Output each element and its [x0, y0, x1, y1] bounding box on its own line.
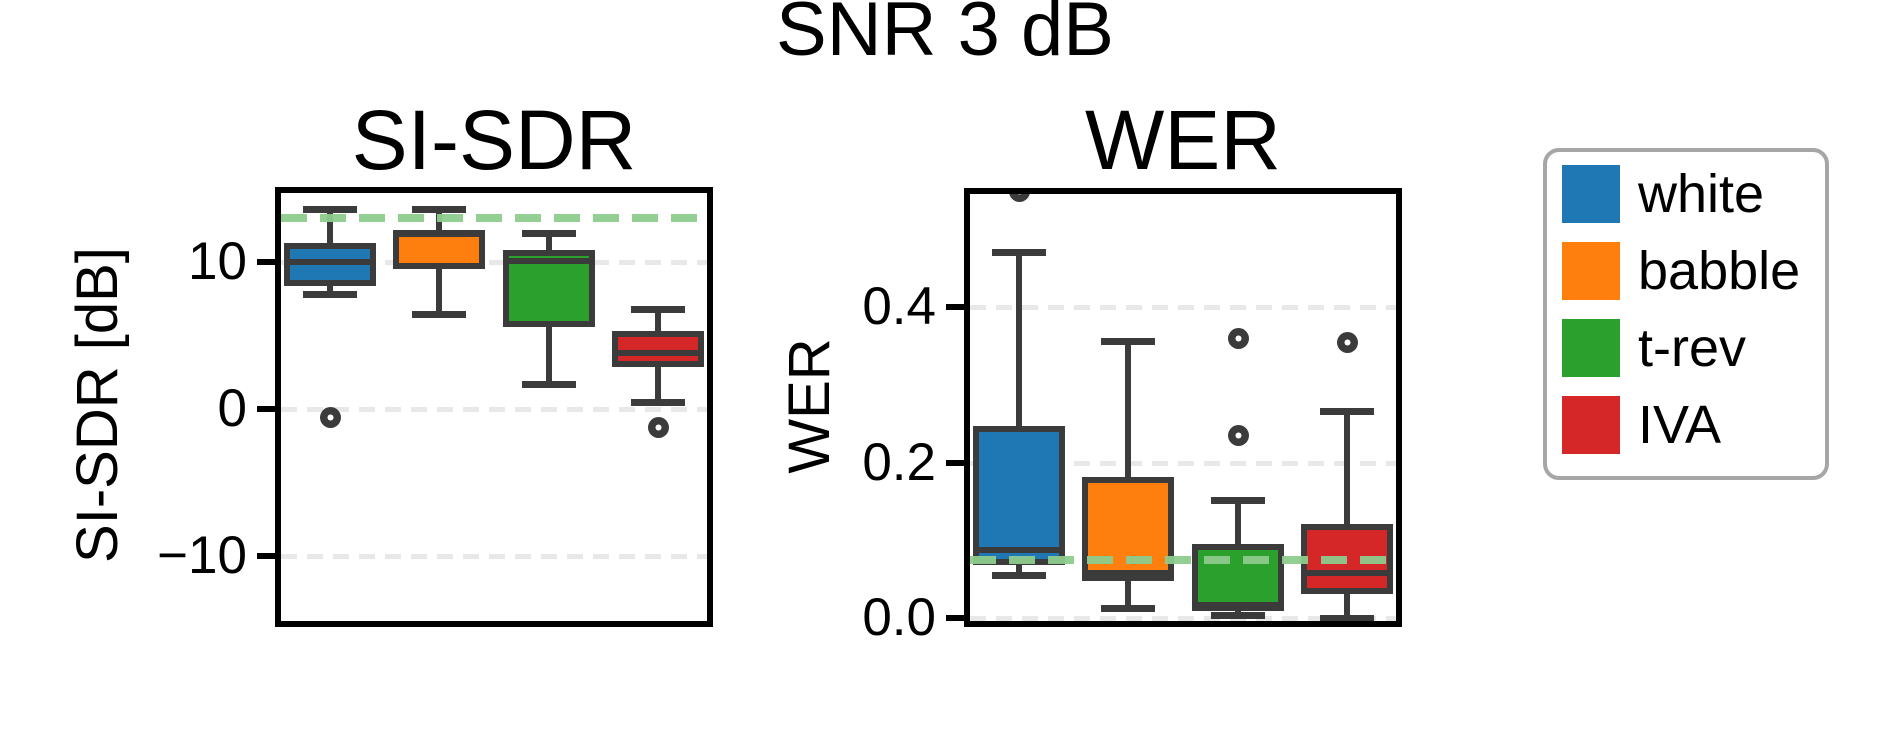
gridline-0: [281, 407, 707, 412]
SI-SDR-t-rev-lower-cap: [522, 381, 576, 388]
sisdr-plot-title: SI-SDR: [351, 93, 637, 187]
legend-item-t-rev: t-rev: [1562, 319, 1825, 377]
WER-IVA-median: [1301, 570, 1393, 576]
WER-IVA-upper-cap: [1320, 408, 1374, 415]
SI-SDR-white-median: [284, 259, 376, 265]
SI-SDR-white-upper-whisker: [327, 209, 333, 243]
SI-SDR-IVA-box: [612, 331, 704, 367]
legend-label-IVA: IVA: [1638, 395, 1722, 455]
wer-plot-title: WER: [1085, 93, 1281, 187]
legend-swatch-IVA: [1562, 396, 1620, 454]
SI-SDR-IVA-upper-whisker: [655, 309, 661, 331]
WER-refline: [970, 556, 1396, 564]
SI-SDR-t-rev-lower-whisker: [546, 327, 552, 384]
WER-t-rev-box: [1192, 544, 1284, 611]
SI-SDR-white-outlier-0: [319, 406, 341, 428]
SI-SDR-IVA-median: [612, 350, 704, 356]
SI-SDR-IVA-outlier-0: [647, 416, 669, 438]
SI-SDR-babble-lower-whisker: [436, 269, 442, 314]
figure-suptitle: SNR 3 dB: [776, 0, 1114, 72]
WER-t-rev-outlier-1: [1227, 327, 1249, 349]
legend-item-IVA: IVA: [1562, 396, 1825, 454]
legend-item-white: white: [1562, 165, 1825, 223]
WER-ticklabel-0.2: 0.2: [862, 432, 936, 492]
WER-t-rev-upper-cap: [1211, 497, 1265, 504]
SI-SDR-white-upper-cap: [303, 206, 357, 213]
WER-t-rev-outlier-0: [1227, 424, 1249, 446]
wer-plot-area: [964, 188, 1402, 627]
WER-tick-0.4: [946, 304, 964, 311]
WER-t-rev-median: [1192, 602, 1284, 608]
gridline-0.0: [970, 616, 1396, 621]
WER-babble-box: [1082, 477, 1174, 581]
SI-SDR-ticklabel-10: 10: [188, 232, 247, 292]
WER-t-rev-upper-whisker: [1235, 500, 1241, 544]
SI-SDR-t-rev-upper-cap: [522, 230, 576, 237]
WER-babble-upper-cap: [1101, 338, 1155, 345]
WER-white-upper-whisker: [1016, 252, 1022, 426]
WER-tick-0.2: [946, 459, 964, 466]
SI-SDR-babble-median: [393, 231, 485, 237]
legend-swatch-t-rev: [1562, 319, 1620, 377]
legend-label-t-rev: t-rev: [1638, 318, 1746, 378]
legend-item-babble: babble: [1562, 242, 1825, 300]
WER-babble-median: [1082, 570, 1174, 576]
wer-y-axis-label: WER: [777, 338, 842, 474]
SI-SDR-tick-−10: [257, 553, 275, 560]
WER-white-lower-whisker: [1016, 565, 1022, 575]
legend: white babble t-rev IVA: [1543, 148, 1829, 480]
legend-label-babble: babble: [1638, 241, 1801, 301]
gridline-0.4: [970, 305, 1396, 310]
legend-swatch-white: [1562, 165, 1620, 223]
SI-SDR-tick-10: [257, 259, 275, 266]
SI-SDR-white-lower-cap: [303, 291, 357, 298]
WER-tick-0.0: [946, 614, 964, 621]
WER-IVA-lower-whisker: [1344, 594, 1350, 618]
WER-IVA-lower-cap: [1320, 615, 1374, 621]
WER-white-outlier-0: [1008, 194, 1030, 202]
sisdr-plot-area: [275, 187, 713, 627]
WER-babble-lower-whisker: [1125, 581, 1131, 608]
SI-SDR-t-rev-median: [503, 258, 595, 264]
SI-SDR-refline: [281, 214, 707, 222]
WER-white-lower-cap: [992, 572, 1046, 579]
SI-SDR-ticklabel-−10: −10: [157, 526, 247, 586]
gridline-−10: [281, 554, 707, 559]
WER-white-median: [973, 547, 1065, 553]
SI-SDR-IVA-upper-cap: [631, 306, 685, 313]
WER-IVA-outlier-0: [1336, 331, 1358, 353]
gridline-0.2: [970, 461, 1396, 466]
WER-ticklabel-0.4: 0.4: [862, 277, 936, 337]
SI-SDR-IVA-lower-cap: [631, 399, 685, 406]
SI-SDR-ticklabel-0: 0: [217, 379, 247, 439]
WER-babble-lower-cap: [1101, 605, 1155, 612]
WER-t-rev-lower-cap: [1211, 612, 1265, 619]
legend-swatch-babble: [1562, 242, 1620, 300]
WER-babble-upper-whisker: [1125, 341, 1131, 477]
gridline-10: [281, 260, 707, 265]
SI-SDR-babble-upper-cap: [412, 206, 466, 213]
SI-SDR-IVA-lower-whisker: [655, 367, 661, 402]
WER-white-box: [973, 426, 1065, 565]
WER-IVA-upper-whisker: [1344, 411, 1350, 524]
SI-SDR-white-lower-whisker: [327, 286, 333, 294]
WER-ticklabel-0.0: 0.0: [862, 587, 936, 647]
legend-label-white: white: [1638, 164, 1765, 224]
WER-white-upper-cap: [992, 249, 1046, 256]
SI-SDR-tick-0: [257, 406, 275, 413]
SI-SDR-t-rev-upper-whisker: [546, 233, 552, 250]
SI-SDR-babble-lower-cap: [412, 311, 466, 318]
